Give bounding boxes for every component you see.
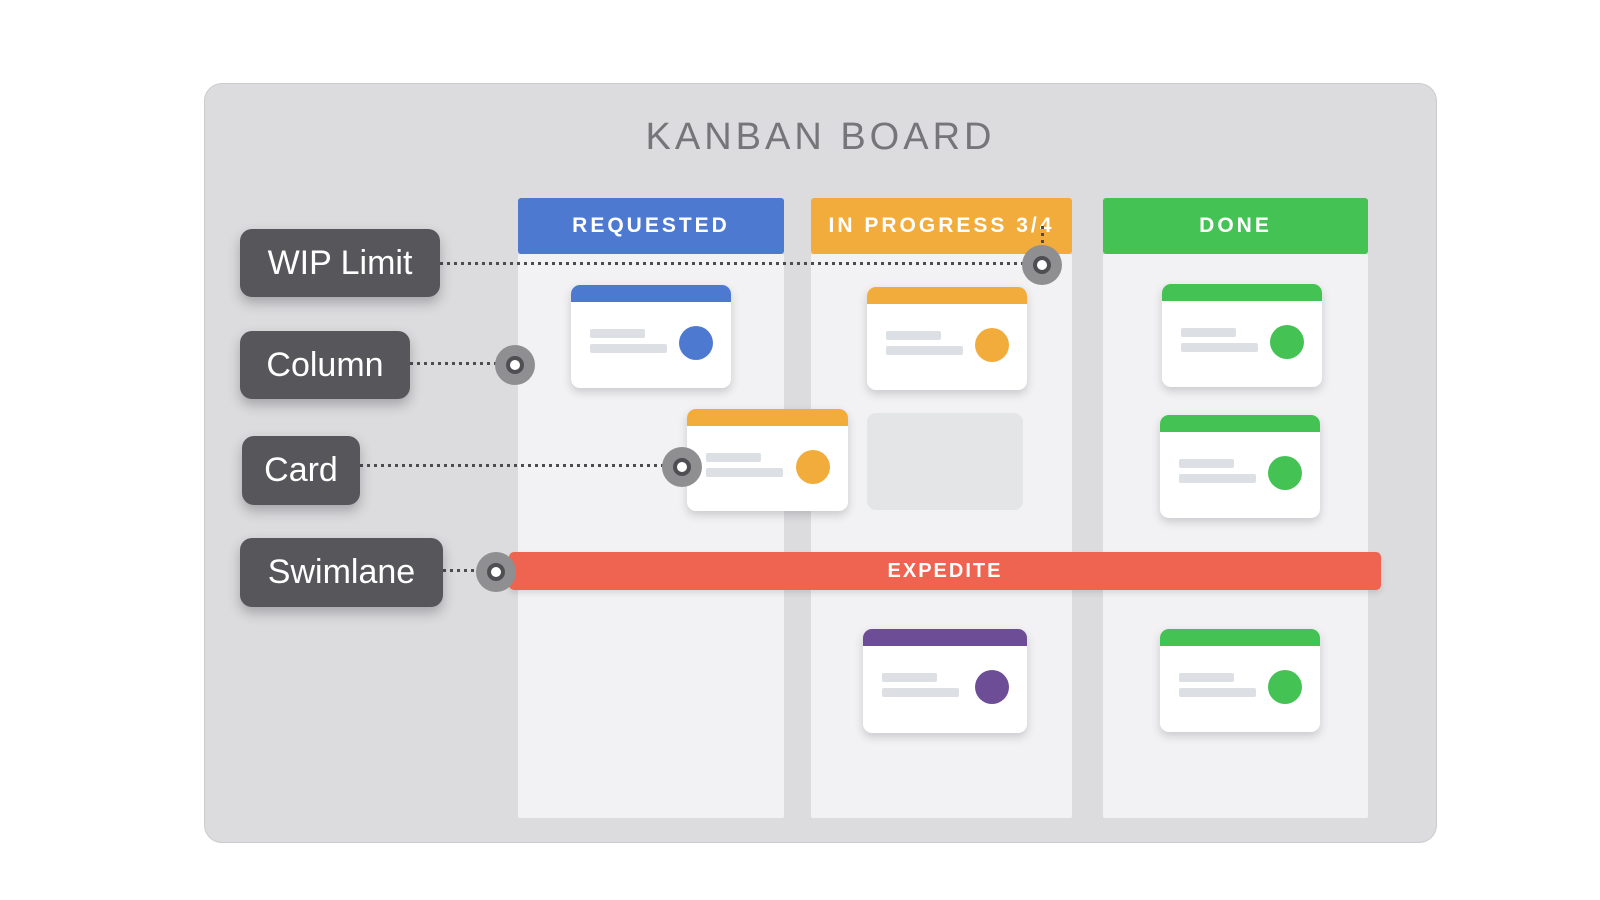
marker-pin-icon <box>487 563 505 581</box>
card-in-progress-expedite <box>863 629 1027 733</box>
card-color-bar <box>571 285 731 302</box>
card-text-line <box>886 331 941 340</box>
column-header-in-progress: IN PROGRESS 3/4 <box>811 198 1072 254</box>
card-text-line <box>590 344 667 353</box>
annotation-card: Card <box>242 436 360 505</box>
card-avatar-dot <box>679 326 713 360</box>
card-color-bar <box>863 629 1027 646</box>
card-color-bar <box>867 287 1027 304</box>
wip-limit-marker <box>1022 245 1062 285</box>
annotation-column: Column <box>240 331 410 399</box>
annotation-swimlane: Swimlane <box>240 538 443 607</box>
wip-limit-connector-stub <box>1041 226 1044 248</box>
card-avatar-dot <box>1268 670 1302 704</box>
card-text-line <box>1179 459 1234 468</box>
card-done-1 <box>1162 284 1322 387</box>
annotation-wip-limit: WIP Limit <box>240 229 440 297</box>
card-avatar-dot <box>1270 325 1304 359</box>
card-done-3 <box>1160 629 1320 732</box>
card-text-line <box>1179 688 1256 697</box>
marker-pin-icon <box>506 356 524 374</box>
card-color-bar <box>1160 629 1320 646</box>
column-header-requested: REQUESTED <box>518 198 784 254</box>
swimlane-marker <box>476 552 516 592</box>
card-avatar-dot <box>1268 456 1302 490</box>
card-avatar-dot <box>796 450 830 484</box>
card-text-line <box>590 329 645 338</box>
wip-limit-connector <box>440 262 1032 265</box>
board-title: KANBAN BOARD <box>645 116 996 158</box>
card-in-progress-1 <box>867 287 1027 390</box>
card-color-bar <box>687 409 848 426</box>
card-text-line <box>1179 474 1256 483</box>
card-text-line <box>706 468 783 477</box>
column-marker <box>495 345 535 385</box>
marker-pin-icon <box>673 458 691 476</box>
card-annotated <box>687 409 848 511</box>
card-text-line <box>706 453 761 462</box>
card-text-line <box>882 673 937 682</box>
column-connector <box>410 362 505 365</box>
card-placeholder-slot <box>867 413 1023 510</box>
card-text-line <box>1181 328 1236 337</box>
card-marker <box>662 447 702 487</box>
marker-pin-icon <box>1033 256 1051 274</box>
card-text-line <box>882 688 959 697</box>
card-text-line <box>886 346 963 355</box>
card-connector <box>360 464 672 467</box>
card-requested-1 <box>571 285 731 388</box>
card-avatar-dot <box>975 670 1009 704</box>
card-text-line <box>1179 673 1234 682</box>
card-color-bar <box>1160 415 1320 432</box>
card-done-2 <box>1160 415 1320 518</box>
card-avatar-dot <box>975 328 1009 362</box>
column-header-done: DONE <box>1103 198 1368 254</box>
swimlane-expedite: EXPEDITE <box>509 552 1381 590</box>
card-text-line <box>1181 343 1258 352</box>
card-color-bar <box>1162 284 1322 301</box>
swimlane-connector <box>443 569 486 572</box>
